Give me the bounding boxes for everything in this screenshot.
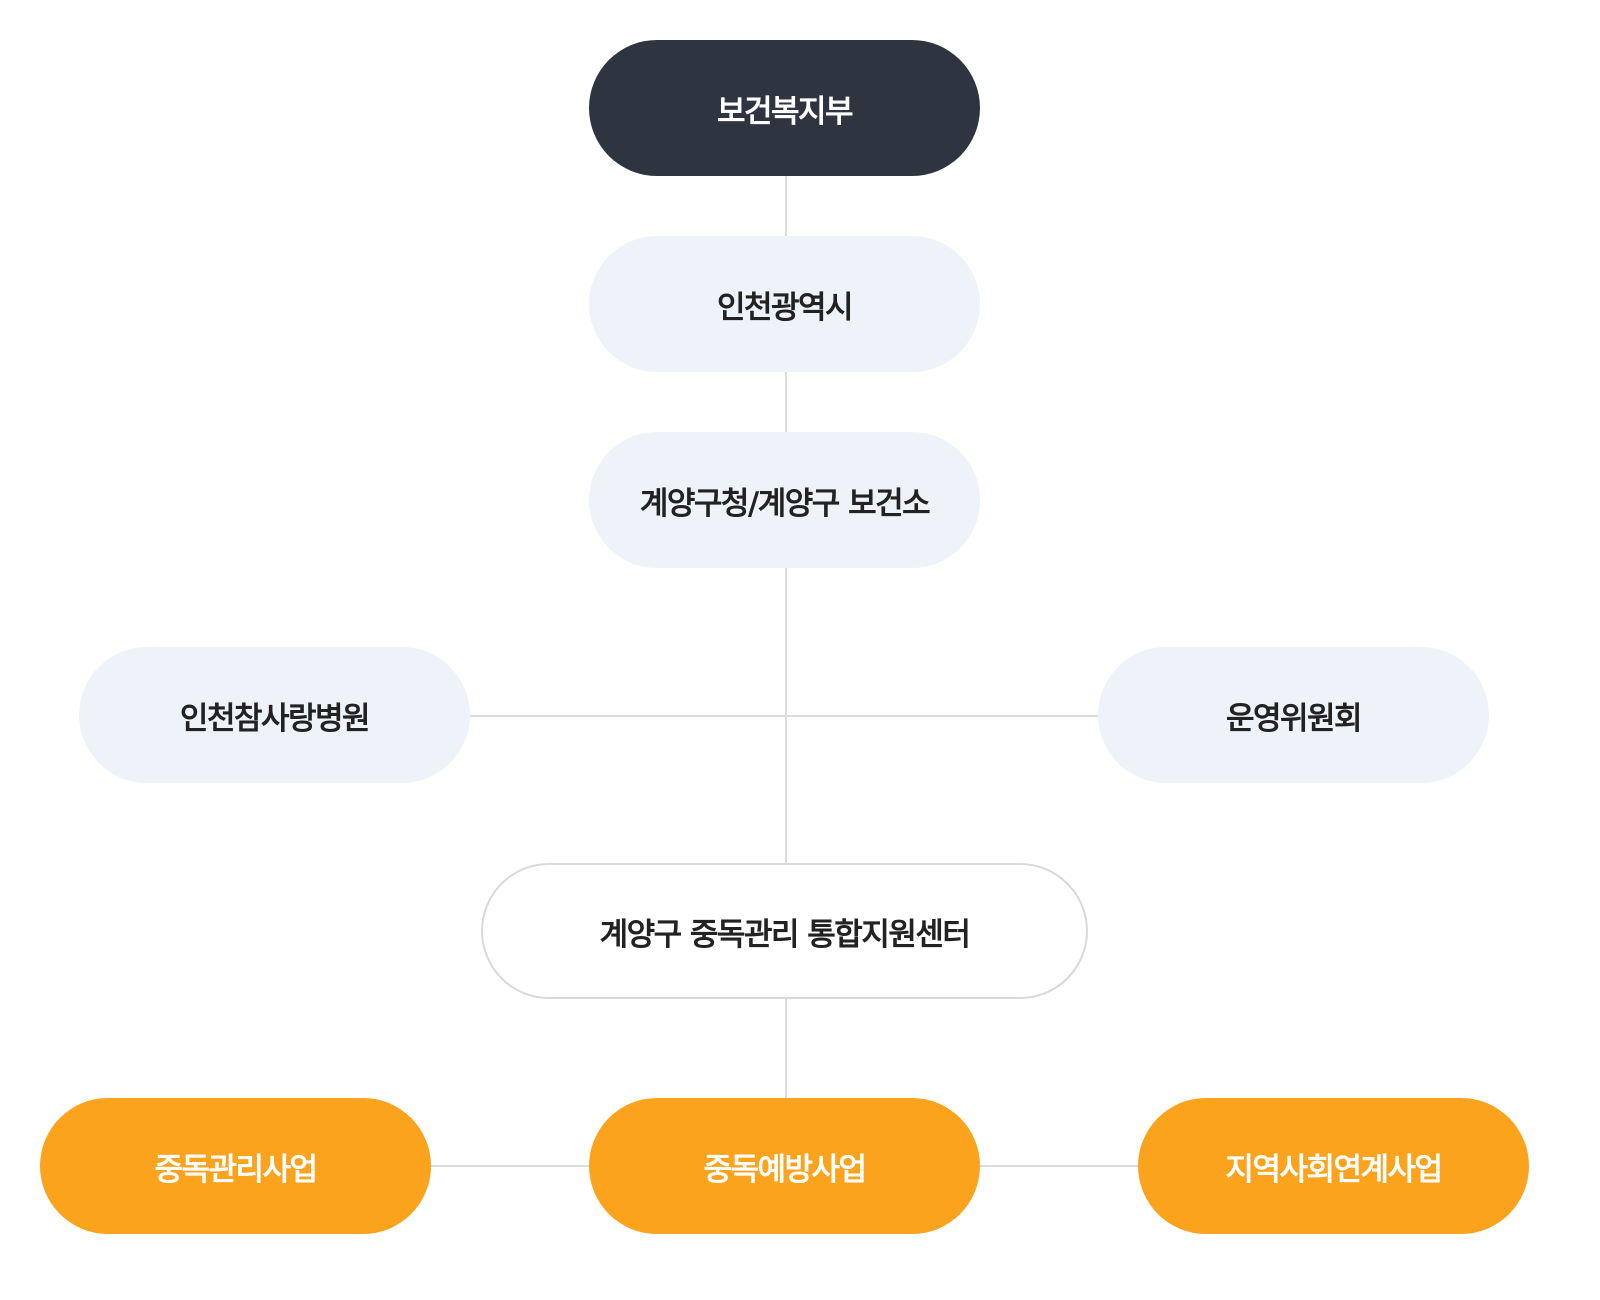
node-program-prevention: 중독예방사업: [589, 1098, 980, 1234]
connector-program-right: [978, 1165, 1138, 1167]
connector-program-left: [430, 1165, 590, 1167]
node-metro-city: 인천광역시: [589, 236, 980, 372]
connector-city-district: [785, 372, 787, 432]
node-program-community: 지역사회연계사업: [1138, 1098, 1529, 1234]
node-district-office: 계양구청/계양구 보건소: [589, 432, 980, 568]
connector-center-programs: [785, 998, 787, 1098]
node-hospital: 인천참사랑병원: [79, 647, 470, 783]
node-program-management: 중독관리사업: [40, 1098, 431, 1234]
node-ministry: 보건복지부: [589, 40, 980, 176]
connector-hospital-committee: [470, 715, 1100, 717]
connector-ministry-city: [785, 176, 787, 236]
node-committee: 운영위원회: [1098, 647, 1489, 783]
node-center: 계양구 중독관리 통합지원센터: [481, 863, 1088, 999]
